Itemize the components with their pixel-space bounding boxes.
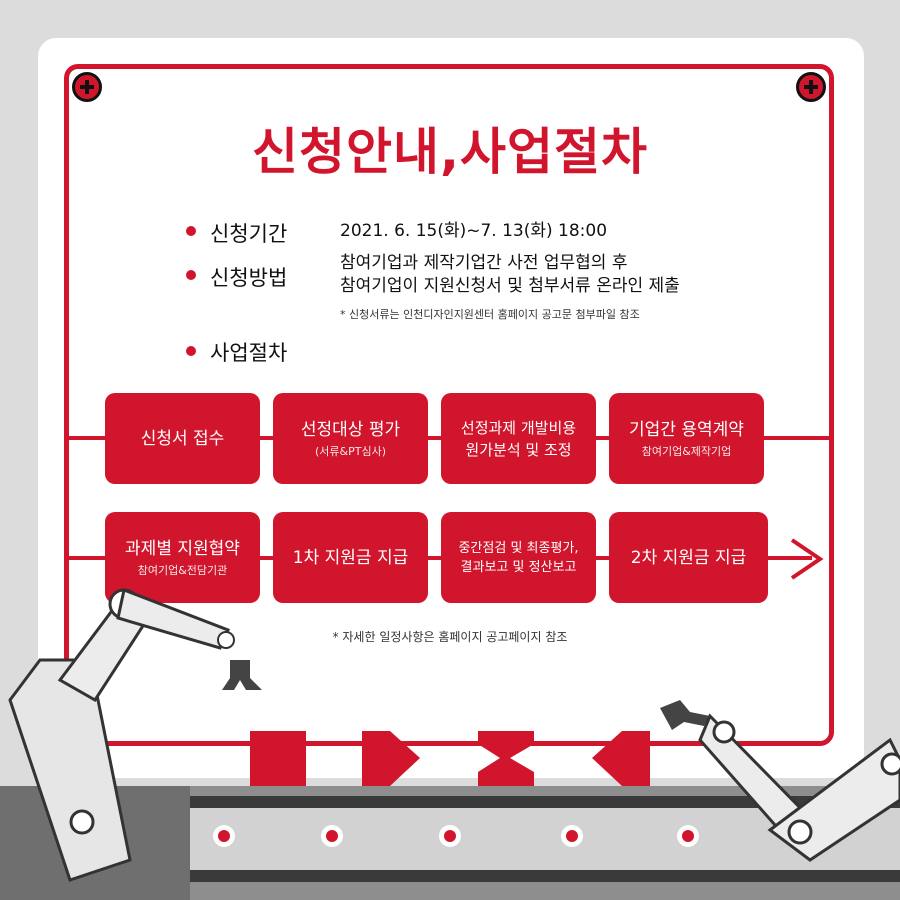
step-sub: (서류&PT심사) xyxy=(315,444,386,458)
step-sub: 참여기업&제작기업 xyxy=(641,444,732,458)
step-4: 기업간 용역계약 참여기업&제작기업 xyxy=(609,393,764,484)
step-main: 2차 지원금 지급 xyxy=(630,547,747,568)
method-line-1: 참여기업과 제작기업간 사전 업무협의 후 xyxy=(340,253,628,273)
step-main: 과제별 지원협약 xyxy=(125,538,240,559)
step-7: 중간점검 및 최종평가, 결과보고 및 정산보고 xyxy=(441,512,596,603)
step-3: 선정과제 개발비용 원가분석 및 조정 xyxy=(441,393,596,484)
method-line-2: 참여기업이 지원신청서 및 첨부서류 온라인 제출 xyxy=(340,276,680,296)
footnote: * 자세한 일정사항은 홈페이지 공고페이지 참조 xyxy=(332,630,568,644)
step-main: 기업간 용역계약 xyxy=(629,419,744,440)
robot-arm-right xyxy=(660,700,900,862)
period-label: 신청기간 xyxy=(210,222,288,246)
step-main: 1차 지원금 지급 xyxy=(292,547,409,568)
method-note: * 신청서류는 인천디자인지원센터 홈페이지 공고문 첨부파일 참조 xyxy=(340,308,640,321)
dsd-letter-blocks xyxy=(250,731,650,786)
screw-icon xyxy=(796,72,826,102)
step-6: 1차 지원금 지급 xyxy=(273,512,428,603)
step-main: 선정대상 평가 xyxy=(300,419,401,440)
step-sub: 참여기업&전담기관 xyxy=(137,563,228,577)
bullet-dot xyxy=(186,270,196,280)
period-value: 2021. 6. 15(화)~7. 13(화) 18:00 xyxy=(340,221,608,241)
step-8: 2차 지원금 지급 xyxy=(609,512,768,603)
step-1: 신청서 접수 xyxy=(105,393,260,484)
step-2: 선정대상 평가 (서류&PT심사) xyxy=(273,393,428,484)
step-5: 과제별 지원협약 참여기업&전담기관 xyxy=(105,512,260,603)
flow-line-2 xyxy=(64,556,812,560)
step-main: 신청서 접수 xyxy=(140,428,225,449)
red-frame xyxy=(64,64,834,746)
page-title: 신청안내,사업절차 xyxy=(252,123,648,181)
bullet-dot xyxy=(186,346,196,356)
step-main: 중간점검 및 최종평가, 결과보고 및 정산보고 xyxy=(458,540,579,575)
bullet-dot xyxy=(186,226,196,236)
robot-arm-left xyxy=(0,587,262,900)
procedure-label: 사업절차 xyxy=(210,341,288,365)
step-main: 선정과제 개발비용 원가분석 및 조정 xyxy=(460,418,577,459)
method-label: 신청방법 xyxy=(210,266,288,290)
screw-icon xyxy=(72,72,102,102)
arrow-right-icon xyxy=(790,538,824,580)
